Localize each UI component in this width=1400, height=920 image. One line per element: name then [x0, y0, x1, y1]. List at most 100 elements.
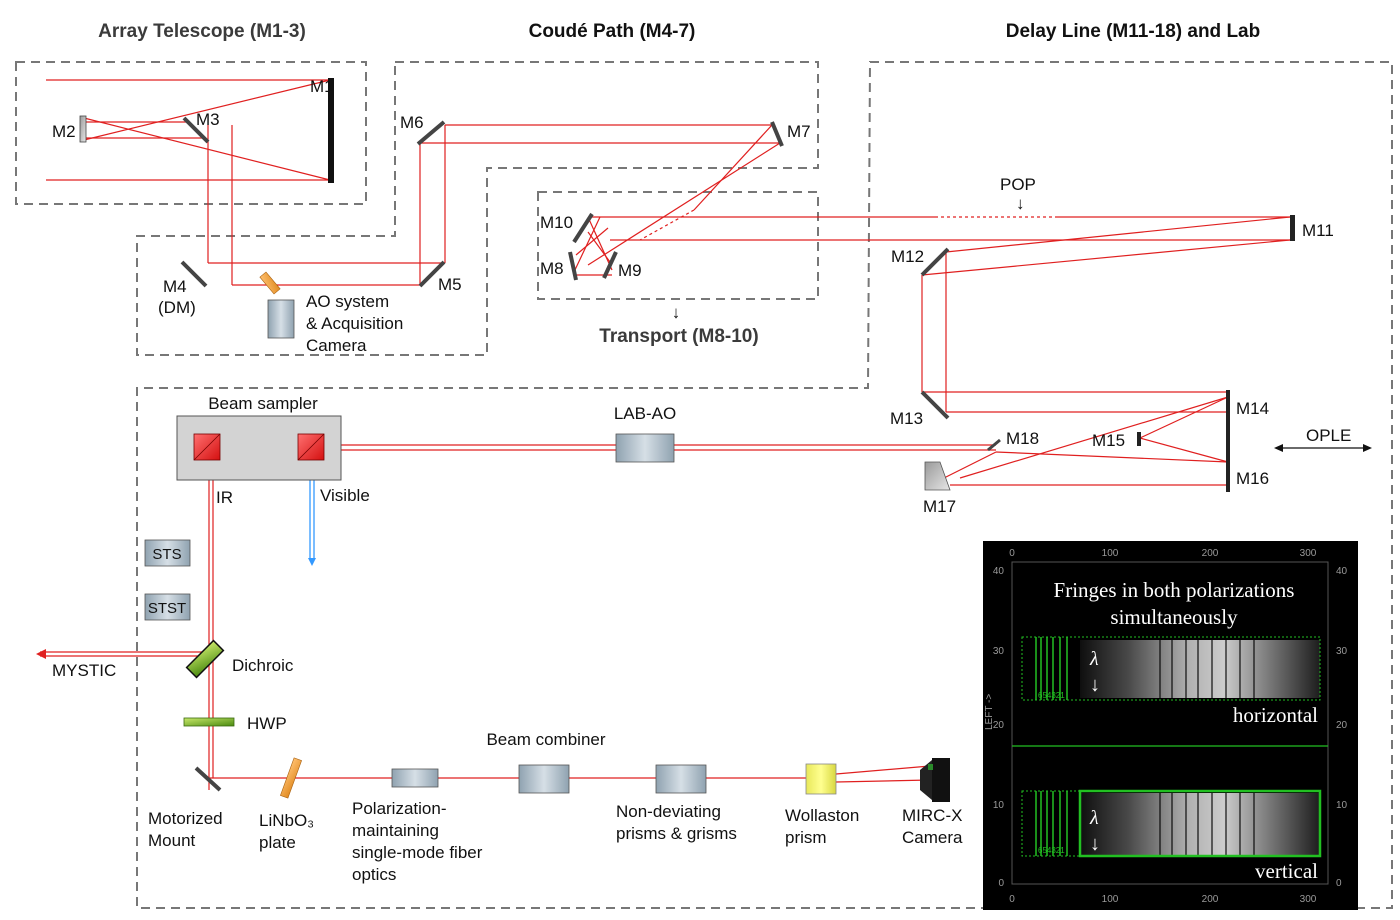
m13-label: M13: [890, 409, 923, 428]
vertical-channel-digits: 654321: [1038, 846, 1065, 855]
delay-line-lab-boundary: [136, 61, 1393, 909]
inset-y-tick-right: 20: [1336, 720, 1348, 731]
m8-mirror: [568, 251, 578, 281]
hwp-label: HWP: [247, 714, 287, 733]
ople-label: OPLE: [1306, 426, 1351, 445]
m18-mirror: [987, 438, 1001, 452]
coude-path-boundary: [136, 61, 819, 356]
inset-y-tick-right: 40: [1336, 566, 1348, 577]
m3-mirror: [182, 116, 210, 144]
inset-x-tick: 0: [1009, 548, 1015, 559]
m17-label: M17: [923, 497, 956, 516]
vertical-selected-box: [1078, 789, 1322, 858]
transport-arrow: ↓: [672, 303, 681, 322]
mystic-label: MYSTIC: [52, 661, 116, 680]
inset-axes-frame: [1011, 561, 1329, 885]
section-title-coude-path: Coudé Path (M4-7): [529, 21, 696, 42]
fringes-horizontal: [1080, 640, 1320, 698]
vertical-lambda-label: λ: [1089, 807, 1099, 829]
m6-label: M6: [400, 113, 424, 132]
m1-label: M1: [310, 77, 334, 96]
ir-label: IR: [216, 488, 233, 507]
prisms-grisms-box: [655, 764, 707, 794]
horizontal-channels: [1035, 637, 1068, 700]
beam-sampler-label: Beam sampler: [208, 394, 318, 413]
inset-y-tick-right: 10: [1336, 800, 1348, 811]
m14-label: M14: [1236, 399, 1269, 418]
sts-label: STS: [152, 546, 181, 563]
m12-mirror: [920, 247, 950, 277]
inset-y-axis-label: LEFT ->: [984, 694, 995, 730]
m2-label: M2: [52, 122, 76, 141]
vertical-channels: [1035, 791, 1068, 856]
telescope-beams: [46, 79, 331, 285]
m9-mirror: [602, 251, 618, 279]
m4-dm-label: (DM): [158, 298, 196, 317]
inset-y-tick: 0: [998, 878, 1004, 889]
m5-mirror: [418, 260, 446, 288]
fringes-vertical: [1080, 793, 1320, 855]
pm-label-line1: Polarization-: [352, 799, 447, 818]
linbo3-label-line2: plate: [259, 833, 296, 852]
section-title-transport: Transport (M8-10): [599, 326, 758, 347]
horizontal-channel-digits: 654321: [1038, 691, 1065, 700]
pm-fiber-box: [391, 768, 439, 788]
linbo3-plate: [280, 757, 302, 799]
mirc-x-label-line2: Camera: [902, 828, 963, 847]
m10-label: M10: [540, 213, 573, 232]
array-telescope-boundary: [15, 61, 367, 205]
horizontal-roi-box: [1021, 636, 1321, 701]
m12-label: M12: [891, 247, 924, 266]
lab-ao-box: [615, 433, 675, 463]
pm-label-line4: optics: [352, 865, 396, 884]
ao-camera-box: [267, 299, 295, 339]
linbo3-label-line1: LiNbO₃: [259, 811, 314, 830]
horizontal-lambda-label: λ: [1089, 648, 1099, 670]
transport-delay-beams: [212, 216, 1291, 486]
inset-y-tick-right: 0: [1336, 878, 1342, 889]
m11-label: M11: [1302, 221, 1334, 240]
section-title-array-telescope: Array Telescope (M1-3): [98, 21, 306, 42]
m18-label: M18: [1006, 429, 1039, 448]
pm-label-line2: maintaining: [352, 821, 439, 840]
motorized-label-line2: Mount: [148, 831, 196, 850]
wollaston-label-line1: Wollaston: [785, 806, 859, 825]
stst-box: [144, 593, 191, 621]
inset-y-tick: 20: [993, 720, 1005, 731]
inset-x-tick: 100: [1102, 548, 1119, 559]
m5-label: M5: [438, 275, 462, 294]
section-title-delay-line: Delay Line (M11-18) and Lab: [1006, 21, 1260, 42]
pop-arrow: ↓: [1016, 194, 1025, 213]
m7-mirror: [770, 121, 784, 147]
motorized-mount-mirror: [194, 766, 222, 792]
lab-beams: [36, 460, 931, 790]
m2-mirror: [79, 115, 87, 143]
horizontal-lambda-arrow: ↓: [1090, 674, 1100, 696]
m15-mirror: [1137, 432, 1141, 446]
wollaston-prism: [805, 763, 837, 795]
coude-beams: [208, 124, 781, 286]
dichroic-label: Dichroic: [232, 656, 294, 675]
m16-label: M16: [1236, 469, 1269, 488]
stst-label: STST: [148, 600, 186, 617]
m17-mirror: [924, 461, 951, 491]
inset-title-line2: simultaneously: [1110, 605, 1238, 629]
wollaston-label-line2: prism: [785, 828, 827, 847]
inset-x-tick: 0: [1009, 894, 1015, 905]
m4-label: M4: [163, 277, 187, 296]
inset-y-tick: 10: [993, 800, 1005, 811]
transport-boundary: [537, 191, 819, 300]
m6-mirror: [416, 120, 446, 146]
m9-label: M9: [618, 261, 642, 280]
m11-mirror: [1290, 215, 1295, 241]
ao-label-line3: Camera: [306, 336, 367, 355]
inset-y-tick: 40: [993, 566, 1005, 577]
m15-label: M15: [1092, 431, 1125, 450]
dichroic-element: [185, 639, 225, 679]
beam-combiner-label: Beam combiner: [486, 730, 605, 749]
inset-x-tick: 100: [1102, 894, 1119, 905]
m8-label: M8: [540, 259, 564, 278]
visible-label: Visible: [320, 486, 370, 505]
m3-label: M3: [196, 110, 220, 129]
beam-combiner-box: [518, 764, 570, 794]
